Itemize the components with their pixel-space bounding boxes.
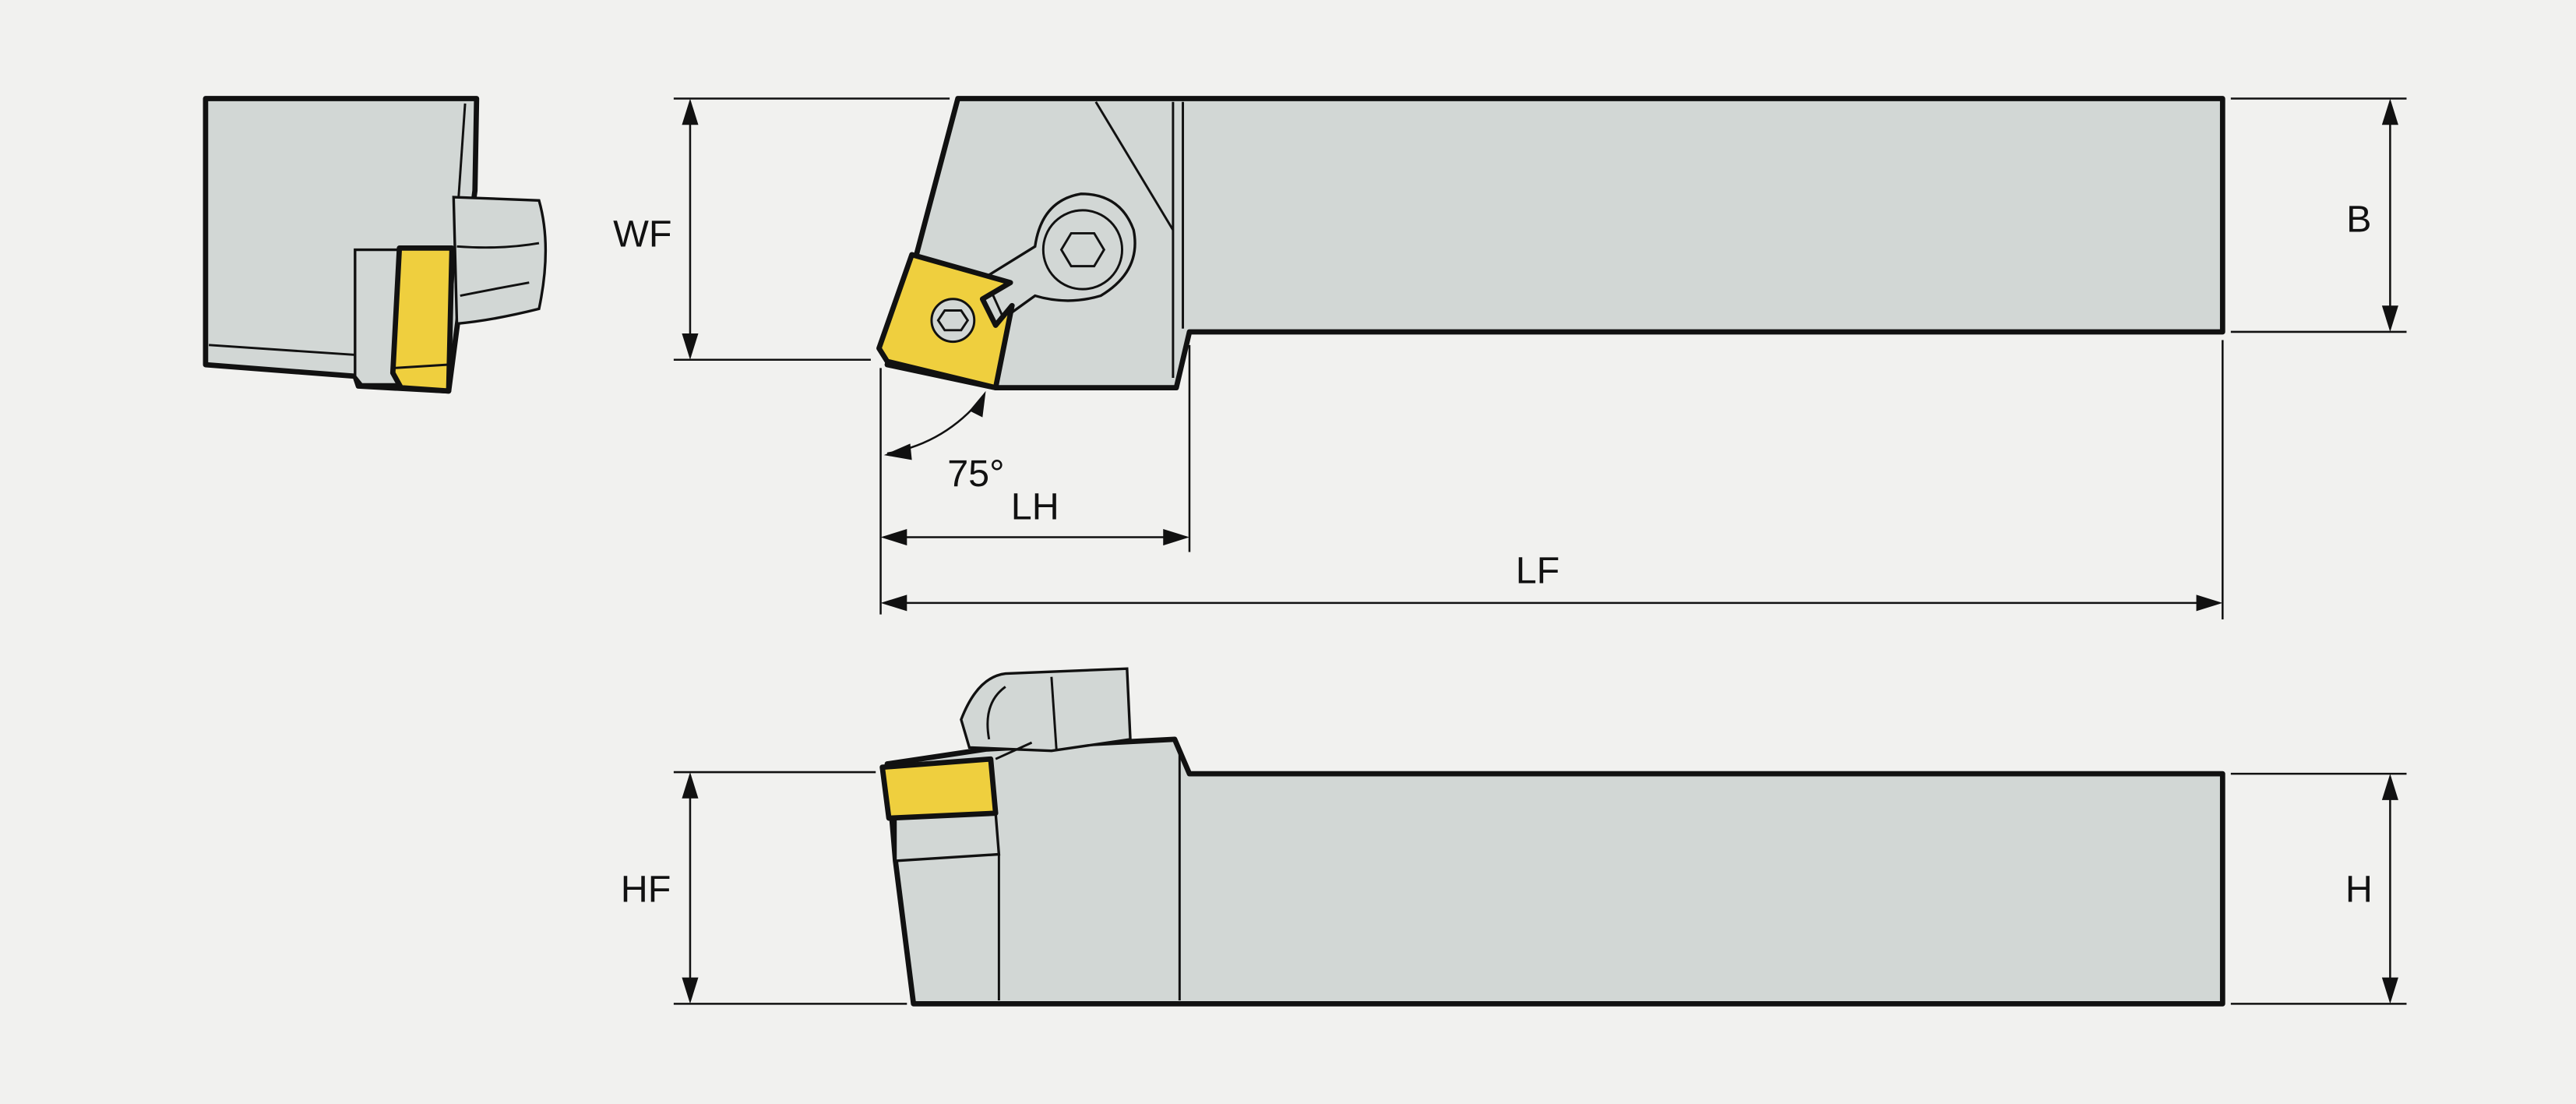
- dimension-lf: LF: [880, 340, 2224, 619]
- insert-side-view: [879, 756, 999, 821]
- hf-label: HF: [621, 869, 671, 911]
- dimension-lh: LH: [879, 344, 1191, 615]
- angle-label: 75°: [947, 453, 1004, 495]
- clamp-screw: [964, 192, 1136, 327]
- h-label: H: [2345, 869, 2373, 911]
- insert-top-view: [876, 252, 1015, 391]
- dimension-hf: HF: [621, 771, 907, 1005]
- end-view: [203, 96, 548, 394]
- dimension-angle: 75°: [883, 390, 1005, 495]
- insert-end-view: [389, 245, 455, 394]
- dimension-h: H: [2230, 772, 2407, 1005]
- lh-label: LH: [1011, 485, 1059, 527]
- side-view: [879, 667, 2225, 1007]
- dimension-wf: WF: [613, 97, 950, 362]
- dimension-b: B: [2230, 97, 2407, 333]
- top-view: [876, 96, 2225, 391]
- wf-label: WF: [613, 213, 671, 255]
- lf-label: LF: [1516, 550, 1560, 592]
- b-label: B: [2346, 198, 2371, 240]
